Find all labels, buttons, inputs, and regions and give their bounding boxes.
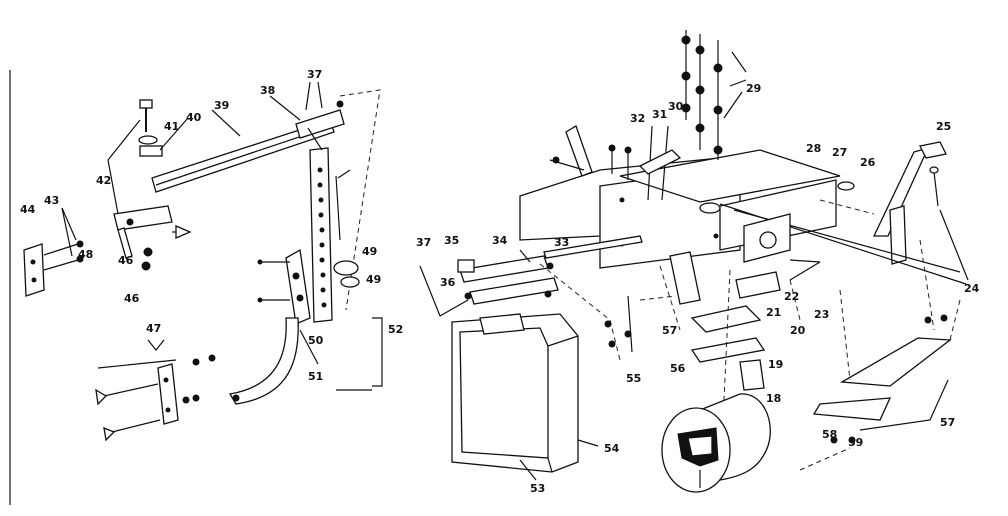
plate-part-20 <box>690 337 766 363</box>
screw-part-43 <box>43 243 79 256</box>
callout-19: 19 <box>768 358 783 371</box>
callout-18: 18 <box>766 392 781 405</box>
callout-54: 54 <box>604 442 620 455</box>
bracket-part-57 <box>812 397 892 421</box>
bracket-part-52 <box>336 317 383 391</box>
callout-32: 32 <box>630 112 645 125</box>
washer-part-40 <box>138 135 158 145</box>
bracket-part-57 <box>839 337 952 387</box>
callout-46: 46 <box>124 292 140 305</box>
callout-36: 36 <box>440 276 456 289</box>
callout-24: 24 <box>964 282 980 295</box>
screw-stack-part-29 <box>681 30 747 160</box>
callout-22: 22 <box>784 290 799 303</box>
callout-52: 52 <box>388 323 403 336</box>
callout-56: 56 <box>670 362 686 375</box>
callout-49: 49 <box>366 273 381 286</box>
lens-panel-part-53 <box>459 327 549 459</box>
callout-28: 28 <box>806 142 821 155</box>
callout-59: 59 <box>848 436 863 449</box>
screw-part-43 <box>43 259 79 271</box>
door-arm-part-51 <box>228 317 299 405</box>
trolley-arm-part-49 <box>309 147 333 323</box>
screw-part-26 <box>837 181 855 191</box>
bracket-hole <box>31 277 37 283</box>
callout-23: 23 <box>814 308 829 321</box>
rail-end-part-38 <box>295 109 345 139</box>
callout-46: 46 <box>118 254 134 267</box>
plate-part-20 <box>690 305 762 333</box>
sprocket-part-36 <box>464 292 472 300</box>
inner-arm-part-50 <box>285 248 311 325</box>
callout-58: 58 <box>822 428 837 441</box>
reference-dash-line <box>339 89 381 311</box>
bracket-assembly-left <box>23 81 383 442</box>
guide-part-58 <box>669 251 701 305</box>
pin-part-48 <box>333 260 359 276</box>
callout-49: 49 <box>362 245 377 258</box>
nut-part-46 <box>143 247 153 257</box>
callout-30: 30 <box>668 100 684 113</box>
callout-33: 33 <box>554 236 569 249</box>
chassis-top-plate <box>619 149 841 203</box>
lamp-socket-part-55 <box>479 313 525 335</box>
callout-25: 25 <box>936 120 951 133</box>
clip-part-35 <box>457 259 475 273</box>
callout-38: 38 <box>260 84 275 97</box>
bracket-hole <box>30 259 36 265</box>
callout-37b: 37 <box>416 236 431 249</box>
chassis-assembly <box>519 30 969 493</box>
callout-51: 51 <box>308 370 323 383</box>
bracket-part-32 <box>565 125 593 177</box>
pulley-part-30 <box>638 149 682 175</box>
callout-20: 20 <box>790 324 806 337</box>
callout-21: 21 <box>766 306 781 319</box>
callout-44: 44 <box>20 203 36 216</box>
callout-31: 31 <box>652 108 667 121</box>
bracket-leader <box>859 379 949 431</box>
callout-35: 35 <box>444 234 459 247</box>
header-bracket-part-42 <box>113 205 173 231</box>
rail-part-33 <box>543 235 643 259</box>
callout-43: 43 <box>44 194 59 207</box>
arm-holes <box>317 167 327 308</box>
callout-48: 48 <box>78 248 93 261</box>
callout-53: 53 <box>530 482 545 495</box>
cover-assembly <box>451 313 599 481</box>
callout-47: 47 <box>146 322 161 335</box>
capacitor-part-19 <box>739 359 765 391</box>
wall-bracket-part-44 <box>23 243 45 297</box>
callout-57: 57 <box>940 416 955 429</box>
door-bracket-part-47 <box>157 363 179 425</box>
callout-57b: 57 <box>662 324 677 337</box>
callout-29: 29 <box>746 82 761 95</box>
sprocket-assembly <box>419 249 559 317</box>
callout-34: 34 <box>492 234 508 247</box>
callout-42: 42 <box>96 174 111 187</box>
callout-39: 39 <box>214 99 229 112</box>
callout-40: 40 <box>186 111 202 124</box>
callout-27: 27 <box>832 146 847 159</box>
relay-part-21 <box>735 271 781 299</box>
callout-50: 50 <box>308 334 324 347</box>
callout-55: 55 <box>626 372 641 385</box>
callout-26: 26 <box>860 156 876 169</box>
callout-37: 37 <box>307 68 322 81</box>
chain-part-34 <box>469 277 559 305</box>
bracket-group-part-47 <box>97 339 177 369</box>
callout-labels: 44 43 42 41 40 39 38 37 46 46 48 49 49 4… <box>20 68 980 495</box>
bolt-head-part-41 <box>139 99 153 109</box>
callout-41: 41 <box>164 120 179 133</box>
motor-part-18 <box>661 393 771 493</box>
